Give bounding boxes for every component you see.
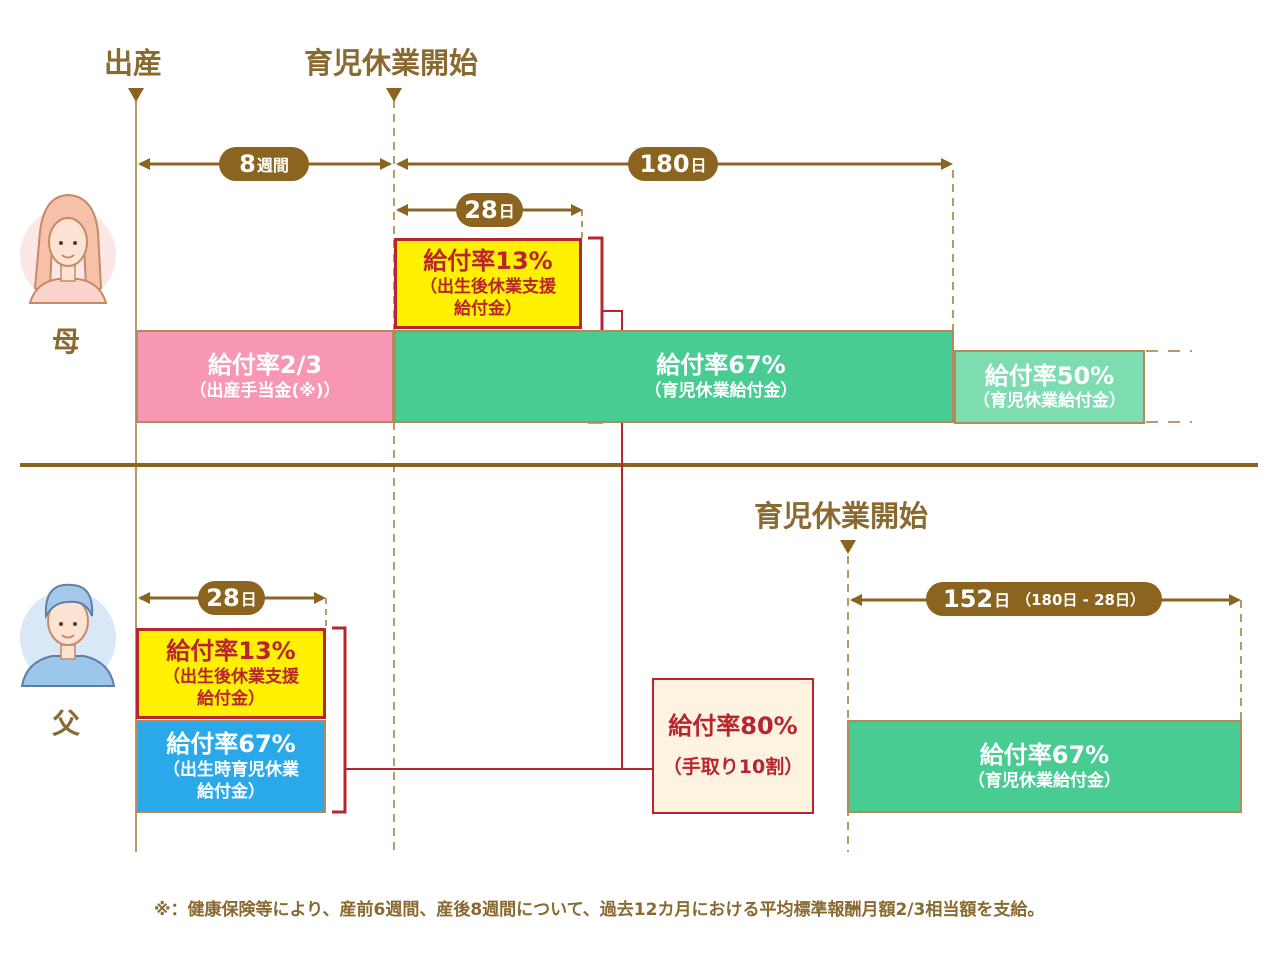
box-mother-childcare50: 給付率50% （育児休業給付金） [954, 350, 1145, 424]
mother-leave-marker-icon [386, 88, 402, 102]
box-combined80: 給付率80% （手取り10割） [652, 678, 814, 814]
pill-152days-num: 152 [943, 585, 994, 613]
role-mother: 母 [52, 325, 81, 358]
box-father-birthtime-title: 給付率67% [166, 730, 296, 758]
header-birth: 出産 [104, 46, 163, 80]
pill-mother-28days-num: 28 [464, 196, 498, 224]
box-mother-childcare67-sub: （育児休業給付金） [644, 380, 798, 401]
father-leave-marker-icon [840, 540, 856, 554]
box-combined80-sub: （手取り10割） [662, 756, 804, 779]
box-father-childcare67: 給付率67% （育児休業給付金） [847, 720, 1242, 813]
father-avatar-icon [20, 583, 116, 687]
box-father-birthtime-sub: （出生時育児休業 給付金） [163, 759, 299, 802]
box-mother-childcare67-title: 給付率67% [656, 351, 786, 380]
box-mother-childcare67-text: 給付率67% （育児休業給付金） [606, 332, 836, 421]
pill-180days-unit: 日 [690, 156, 707, 175]
pill-152days-sub: （180日 - 28日） [1016, 590, 1145, 609]
box-father-childcare67-sub: （育児休業給付金） [968, 770, 1121, 791]
role-father: 父 [52, 707, 81, 740]
header-father-leave-start: 育児休業開始 [754, 499, 929, 533]
box-mother-childcare50-title: 給付率50% [984, 361, 1115, 390]
pill-152days-unit: 日 [994, 591, 1011, 610]
mother-connector [602, 310, 623, 769]
box-mother-maternity: 給付率2/3 （出産手当金(※)） [136, 330, 394, 423]
box-father-postnatal-title: 給付率13% [166, 637, 296, 665]
box-mother-postnatal-title: 給付率13% [423, 247, 553, 275]
box-father-postnatal-sub: （出生後休業支援 給付金） [163, 666, 299, 709]
pill-180days-num: 180 [639, 150, 690, 178]
birth-marker-icon [128, 88, 144, 102]
pill-8weeks-unit: 週間 [256, 156, 289, 175]
pill-8weeks-num: 8 [239, 150, 256, 178]
box-mother-childcare67: 給付率67% （育児休業給付金） [394, 330, 954, 423]
box-combined80-title: 給付率80% [668, 712, 798, 741]
box-father-childcare67-title: 給付率67% [979, 741, 1110, 770]
box-mother-maternity-title: 給付率2/3 [207, 351, 323, 380]
box-mother-postnatal-sub: （出生後休業支援 給付金） [420, 276, 556, 319]
footnote: ※：健康保険等により、産前6週間、産後8週間について、過去12カ月における平均標… [154, 900, 1045, 920]
box-father-birthtime: 給付率67% （出生時育児休業 給付金） [136, 720, 326, 813]
box-mother-childcare50-sub: （育児休業給付金） [973, 391, 1126, 412]
father-bracket [332, 626, 347, 814]
box-mother-maternity-sub: （出産手当金(※)） [189, 380, 341, 401]
pill-father-28days-unit: 日 [240, 590, 257, 609]
box-mother-postnatal: 給付率13% （出生後休業支援 給付金） [394, 238, 582, 329]
box-father-postnatal: 給付率13% （出生後休業支援 給付金） [136, 628, 326, 719]
pill-mother-28days-unit: 日 [498, 202, 515, 221]
pill-father-28days-num: 28 [206, 584, 240, 612]
mother-avatar-icon [20, 193, 116, 304]
header-mother-leave-start: 育児休業開始 [304, 46, 479, 80]
